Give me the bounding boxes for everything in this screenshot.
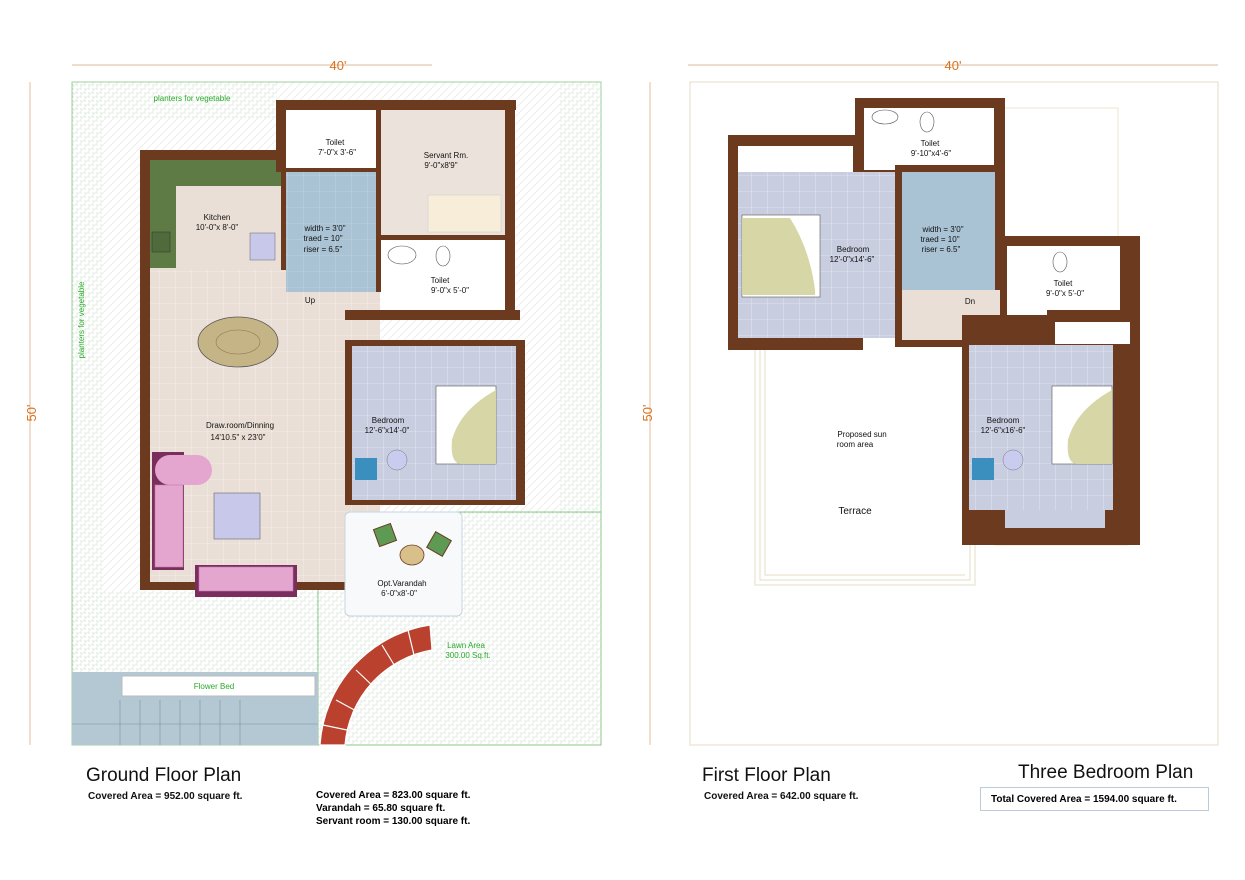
flower-bed: [121, 675, 316, 697]
label-servant-room-size: 9'-0"x8'9": [424, 161, 457, 170]
varandah: [344, 511, 463, 617]
label-drawing-room-size: 14'10.5" x 23'0": [211, 433, 266, 442]
label-terrace: Terrace: [838, 506, 872, 517]
label-kitchen: Kitchen: [204, 213, 231, 222]
label-kitchen-size: 10'-0"x 8'-0": [196, 223, 239, 232]
label-flower-bed: Flower Bed: [194, 682, 234, 691]
total-covered-area: Total Covered Area = 1594.00 square ft.: [980, 787, 1209, 811]
width-dimension: 40': [330, 58, 347, 73]
kitchen-counter: [150, 160, 281, 268]
first-floor-covered-area: Covered Area = 642.00 square ft.: [704, 791, 859, 802]
curved-steps: [319, 624, 433, 746]
label-toilet-top: Toilet: [326, 138, 345, 147]
label-sunroom-2: room area: [837, 440, 874, 449]
label-bedroom-left: Bedroom: [837, 245, 870, 254]
label-toilet-right-size-first: 9'-0"x 5'-0": [1046, 289, 1084, 298]
label-stair-up: Up: [305, 296, 316, 305]
label-drawing-room: Draw.room/Dinning: [206, 421, 274, 430]
label-bedroom-size: 12'-6"x14'-0": [365, 426, 410, 435]
first-floor-title: First Floor Plan: [702, 765, 831, 786]
breakdown-covered: Covered Area = 823.00 square ft.: [316, 790, 471, 801]
planter-top: [72, 82, 277, 120]
ground-floor-covered-area: Covered Area = 952.00 square ft.: [88, 791, 243, 802]
ground-floor-title: Ground Floor Plan: [86, 765, 242, 786]
label-toilet-right: Toilet: [431, 276, 450, 285]
breakdown-varandah: Varandah = 65.80 square ft.: [316, 803, 446, 814]
ground-floor-plan: 40' 50': [24, 58, 602, 746]
ground-floor-area-breakdown: Covered Area = 823.00 square ft. Varanda…: [316, 789, 470, 826]
plot-boundary-first: [689, 81, 1219, 746]
label-varandah-size: 6'-0"x8'-0": [381, 589, 417, 598]
label-stair-traed-first: traed = 10": [920, 235, 959, 244]
label-toilet-top-size-first: 9'-10"x4'-6": [911, 149, 951, 158]
plan-title: Three Bedroom Plan: [1018, 762, 1194, 783]
label-bedroom-right: Bedroom: [987, 416, 1020, 425]
toilet-top-room: [286, 110, 380, 168]
label-stair-width: width = 3'0": [303, 224, 345, 233]
label-stair-dn: Dn: [965, 297, 975, 306]
label-stair-traed: traed = 10": [303, 234, 342, 243]
staircase-first: [902, 172, 995, 290]
label-bedroom-left-size: 12'-0"x14'-6": [830, 255, 875, 264]
label-sunroom: Proposed sun: [837, 430, 886, 439]
dining-table: [197, 316, 279, 368]
label-bedroom: Bedroom: [372, 416, 405, 425]
label-planters-top: planters for vegetable: [154, 94, 231, 103]
label-planters-side: planters for vegetable: [77, 281, 86, 358]
label-toilet-right-size: 9'-0"x 5'-0": [431, 286, 469, 295]
breakdown-servant: Servant room = 130.00 square ft.: [316, 816, 471, 826]
label-toilet-top-first: Toilet: [921, 139, 940, 148]
label-lawn: Lawn Area: [447, 641, 485, 650]
label-servant-room: Servant Rm.: [424, 151, 468, 160]
planter-side: [72, 82, 102, 672]
label-stair-riser-first: riser = 6.5": [922, 245, 961, 254]
label-stair-width-first: width = 3'0": [921, 225, 963, 234]
label-bedroom-right-size: 12'-6"x16'-6": [981, 426, 1026, 435]
label-stair-riser: riser = 6.5": [304, 245, 343, 254]
label-varandah: Opt.Varandah: [377, 579, 426, 588]
depth-dimension-first: 50': [640, 405, 655, 422]
label-toilet-top-size: 7'-0"x 3'-6": [318, 148, 356, 157]
depth-dimension: 50': [24, 405, 39, 422]
label-lawn-size: 300.00 Sq.ft.: [445, 651, 490, 660]
width-dimension-first: 40': [945, 58, 962, 73]
label-toilet-right-first: Toilet: [1054, 279, 1073, 288]
first-floor-plan: 40' 50' Toilet 9'-10"x4': [640, 58, 1219, 746]
